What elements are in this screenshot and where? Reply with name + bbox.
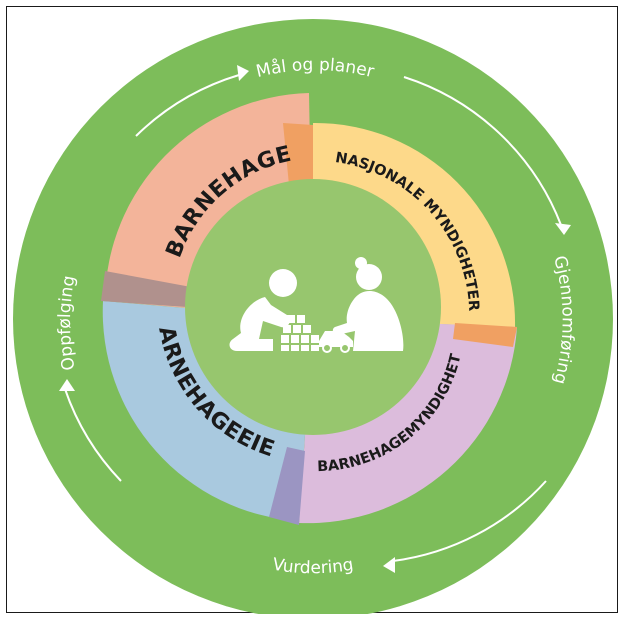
toy-car: [319, 331, 353, 347]
overlap-bottom: [269, 447, 305, 525]
arrowhead-bottom: [383, 557, 395, 573]
toy-car-wheel: [322, 343, 332, 353]
arrowhead-left: [59, 379, 75, 391]
child-right-body: [332, 291, 404, 351]
figure-frame: Mål og planer Gjennomføring Vurdering Op…: [6, 6, 618, 614]
overlap-left: [101, 271, 191, 307]
arrow-heads: [59, 65, 571, 573]
child-right-head: [356, 264, 382, 290]
center-disc: [185, 179, 441, 435]
toy-blocks: [281, 315, 319, 351]
arrow-top-to-right: [403, 76, 562, 226]
child-left-head: [269, 269, 297, 297]
arrow-right-to-bottom: [392, 480, 547, 562]
toy-car-wheel: [340, 343, 350, 353]
arrow-left-to-top: [135, 74, 240, 137]
arrow-bottom-to-left: [64, 388, 122, 482]
governance-cycle-diagram: Mål og planer Gjennomføring Vurdering Op…: [7, 7, 613, 614]
cycle-label-bottom: Vurdering: [271, 555, 355, 579]
overlap-right: [453, 323, 517, 347]
child-right-hairbun: [355, 257, 367, 269]
overlap-top: [283, 123, 313, 185]
child-left-body: [229, 297, 290, 351]
arrowhead-top: [237, 65, 249, 81]
children-playing-icon: [229, 257, 404, 353]
cycle-arrows: [64, 74, 562, 562]
arrowhead-right: [555, 223, 571, 235]
